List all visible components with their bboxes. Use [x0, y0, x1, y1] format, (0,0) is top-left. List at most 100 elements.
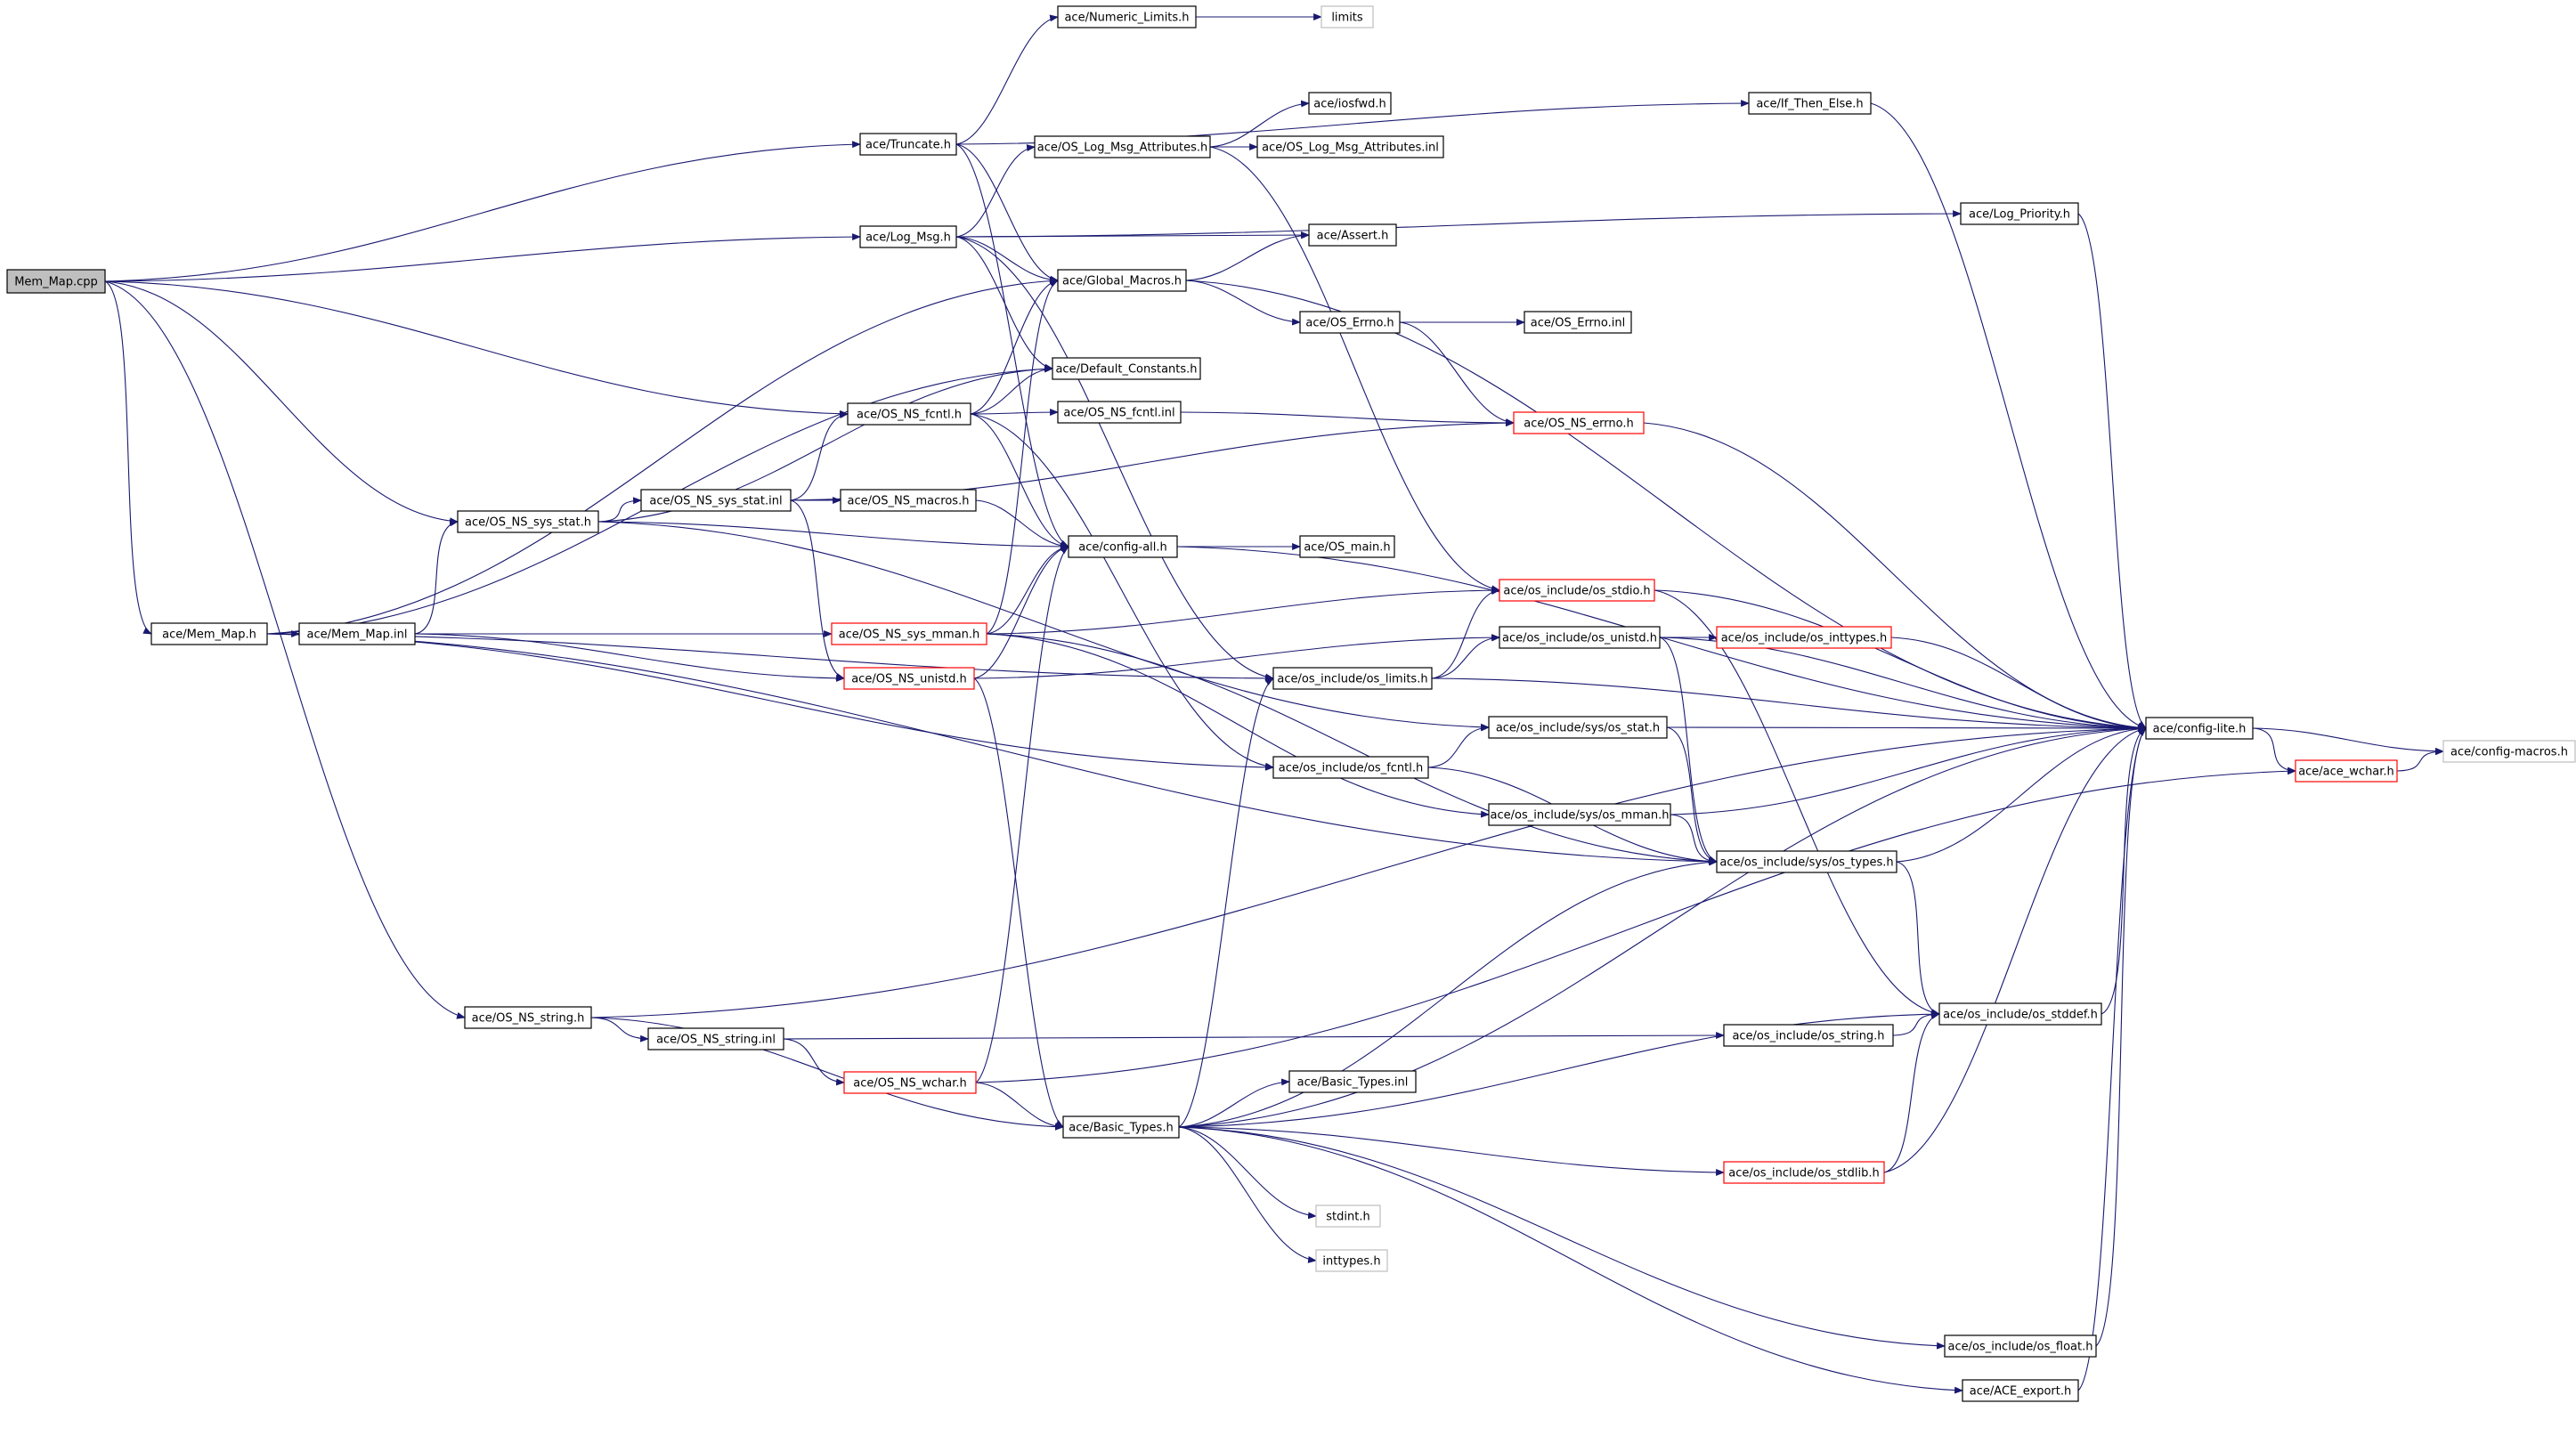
- edge-mem-map-cpp-to-os-ns-string: [104, 280, 466, 1019]
- node-os-ns-fcntl-inl[interactable]: ace/OS_NS_fcntl.inl: [1057, 401, 1182, 424]
- edge-config-lite-to-config-macros: [2252, 727, 2444, 755]
- node-mem-map-h[interactable]: ace/Mem_Map.h: [150, 622, 268, 645]
- node-assert[interactable]: ace/Assert.h: [1308, 223, 1397, 247]
- node-label: ace/OS_NS_sys_mman.h: [839, 629, 980, 642]
- node-box: [1499, 579, 1655, 602]
- node-if-then-else[interactable]: ace/If_Then_Else.h: [1748, 92, 1872, 115]
- node-config-lite[interactable]: ace/config-lite.h: [2145, 717, 2254, 740]
- node-label: ace/OS_Log_Msg_Attributes.h: [1037, 142, 1207, 155]
- node-os-fcntl[interactable]: ace/os_include/os_fcntl.h: [1272, 756, 1429, 779]
- node-mem-map-inl[interactable]: ace/Mem_Map.inl: [298, 622, 416, 645]
- node-label: ace/OS_NS_string.h: [472, 1012, 585, 1026]
- node-log-msg-attr-inl[interactable]: ace/OS_Log_Msg_Attributes.inl: [1256, 135, 1444, 158]
- node-ace-wchar[interactable]: ace/ace_wchar.h: [2295, 759, 2398, 783]
- edge-os-ns-wchar-to-ace-wchar: [975, 767, 2296, 1083]
- node-os-errno-inl[interactable]: ace/OS_Errno.inl: [1524, 311, 1632, 334]
- edge-basic-types-to-ace-export: [1178, 1126, 1963, 1394]
- node-label: ace/Assert.h: [1317, 230, 1389, 243]
- node-box: [1723, 1161, 1885, 1184]
- edge-log-msg-to-os-limits: [955, 236, 1274, 681]
- node-os-ns-sys-mman[interactable]: ace/OS_NS_sys_mman.h: [831, 622, 987, 645]
- edge-log-msg-to-log-msg-attr: [955, 144, 1036, 238]
- edge-os-ns-sys-stat-to-os-ns-sys-stat-inl: [597, 497, 642, 523]
- edge-os-ns-fcntl-to-default-constants: [970, 365, 1053, 415]
- node-os-ns-fcntl[interactable]: ace/OS_NS_fcntl.h: [847, 402, 971, 426]
- edge-os-ns-sys-mman-to-global-macros: [986, 280, 1059, 635]
- node-box: [1052, 357, 1201, 380]
- node-box: [464, 1006, 592, 1029]
- edge-os-ns-sys-stat-inl-to-os-ns-fcntl: [790, 411, 849, 501]
- node-os-ns-string-inl[interactable]: ace/OS_NS_string.inl: [647, 1027, 784, 1050]
- edge-os-stdlib-to-config-lite: [1883, 726, 2147, 1173]
- edge-mem-map-h-to-global-macros: [266, 277, 1059, 635]
- node-os-ns-unistd[interactable]: ace/OS_NS_unistd.h: [843, 667, 975, 690]
- node-limits[interactable]: limits: [1321, 5, 1374, 28]
- node-label: ace/os_include/os_stddef.h: [1943, 1009, 2098, 1022]
- edge-os-ns-sys-mman-to-config-all: [986, 544, 1069, 635]
- node-os-errno[interactable]: ace/OS_Errno.h: [1299, 311, 1401, 334]
- node-os-stdlib[interactable]: ace/os_include/os_stdlib.h: [1723, 1161, 1885, 1184]
- node-log-priority[interactable]: ace/Log_Priority.h: [1960, 202, 2079, 225]
- node-os-string[interactable]: ace/os_include/os_string.h: [1723, 1024, 1894, 1047]
- node-box: [840, 489, 977, 512]
- node-sys-os-stat[interactable]: ace/os_include/sys/os_stat.h: [1488, 716, 1668, 739]
- node-label: ace/config-macros.h: [2450, 746, 2568, 759]
- node-label: ace/os_include/sys/os_mman.h: [1491, 809, 1670, 823]
- node-os-ns-sys-stat-inl[interactable]: ace/OS_NS_sys_stat.inl: [640, 489, 792, 512]
- node-os-ns-errno[interactable]: ace/OS_NS_errno.h: [1513, 411, 1645, 434]
- node-os-ns-wchar[interactable]: ace/OS_NS_wchar.h: [843, 1071, 977, 1094]
- node-sys-os-types[interactable]: ace/os_include/sys/os_types.h: [1716, 850, 1897, 873]
- node-sys-os-mman[interactable]: ace/os_include/sys/os_mman.h: [1488, 803, 1671, 826]
- node-box: [831, 622, 987, 645]
- node-os-main[interactable]: ace/OS_main.h: [1299, 535, 1395, 558]
- edge-mem-map-h-to-sys-os-types: [266, 633, 1718, 865]
- node-os-inttypes[interactable]: ace/os_include/os_inttypes.h: [1716, 626, 1892, 649]
- node-box: [2442, 740, 2576, 763]
- edge-mem-map-cpp-to-truncate: [104, 141, 861, 282]
- node-os-stdio[interactable]: ace/os_include/os_stdio.h: [1499, 579, 1655, 602]
- node-numeric-limits[interactable]: ace/Numeric_Limits.h: [1057, 5, 1197, 28]
- node-os-limits[interactable]: ace/os_include/os_limits.h: [1272, 667, 1433, 690]
- edge-basic-types-to-os-limits: [1178, 677, 1274, 1128]
- edge-mem-map-h-to-os-fcntl: [266, 633, 1274, 771]
- node-mem-map-cpp[interactable]: Mem_Map.cpp: [6, 269, 106, 294]
- node-basic-types[interactable]: ace/Basic_Types.h: [1062, 1115, 1180, 1139]
- node-label: ace/os_include/sys/os_types.h: [1719, 856, 1893, 870]
- node-label: ace/OS_NS_unistd.h: [851, 673, 967, 686]
- node-inttypes[interactable]: inttypes.h: [1315, 1249, 1388, 1272]
- node-os-ns-string[interactable]: ace/OS_NS_string.h: [464, 1006, 592, 1029]
- node-box: [1962, 1379, 2079, 1402]
- node-default-constants[interactable]: ace/Default_Constants.h: [1052, 357, 1201, 380]
- node-os-stddef[interactable]: ace/os_include/os_stddef.h: [1938, 1002, 2102, 1026]
- node-os-ns-sys-stat[interactable]: ace/OS_NS_sys_stat.h: [457, 510, 599, 533]
- node-label: ace/os_include/os_float.h: [1947, 1341, 2092, 1354]
- node-truncate[interactable]: ace/Truncate.h: [859, 133, 957, 156]
- node-box: [647, 1027, 784, 1050]
- node-config-macros[interactable]: ace/config-macros.h: [2442, 740, 2576, 763]
- node-label: ace/Basic_Types.inl: [1297, 1076, 1409, 1090]
- node-box: [1944, 1334, 2097, 1358]
- edge-sys-os-types-to-os-stddef: [1896, 861, 1940, 1016]
- edge-os-stdio-to-config-lite: [1654, 589, 2147, 732]
- node-stdint[interactable]: stdint.h: [1315, 1205, 1381, 1228]
- node-box: [1513, 411, 1645, 434]
- node-config-all[interactable]: ace/config-all.h: [1068, 535, 1178, 558]
- node-box: [1272, 756, 1429, 779]
- edge-basic-types-to-os-stdlib: [1178, 1126, 1725, 1176]
- edge-mem-map-inl-to-os-ns-unistd: [414, 633, 845, 682]
- node-iosfwd[interactable]: ace/iosfwd.h: [1308, 92, 1392, 115]
- node-log-msg[interactable]: ace/Log_Msg.h: [859, 225, 957, 248]
- node-layer: Mem_Map.cpp ace/Numeric_Limits.h limits ace…: [6, 5, 2576, 1402]
- node-os-ns-macros[interactable]: ace/OS_NS_macros.h: [840, 489, 977, 512]
- node-os-unistd[interactable]: ace/os_include/os_unistd.h: [1499, 626, 1661, 649]
- node-log-msg-attr[interactable]: ace/OS_Log_Msg_Attributes.h: [1034, 135, 1211, 158]
- node-ace-export[interactable]: ace/ACE_export.h: [1962, 1379, 2079, 1402]
- edge-os-ns-fcntl-to-os-ns-fcntl-inl: [970, 409, 1059, 416]
- edge-basic-types-to-stdint: [1178, 1126, 1317, 1220]
- node-global-macros[interactable]: ace/Global_Macros.h: [1057, 269, 1187, 292]
- node-basic-types-inl[interactable]: ace/Basic_Types.inl: [1288, 1070, 1417, 1093]
- edge-os-float-to-config-lite: [2095, 727, 2147, 1347]
- node-box: [1288, 1070, 1417, 1093]
- edge-os-ns-fcntl-to-os-fcntl: [970, 413, 1274, 770]
- node-os-float[interactable]: ace/os_include/os_float.h: [1944, 1334, 2097, 1358]
